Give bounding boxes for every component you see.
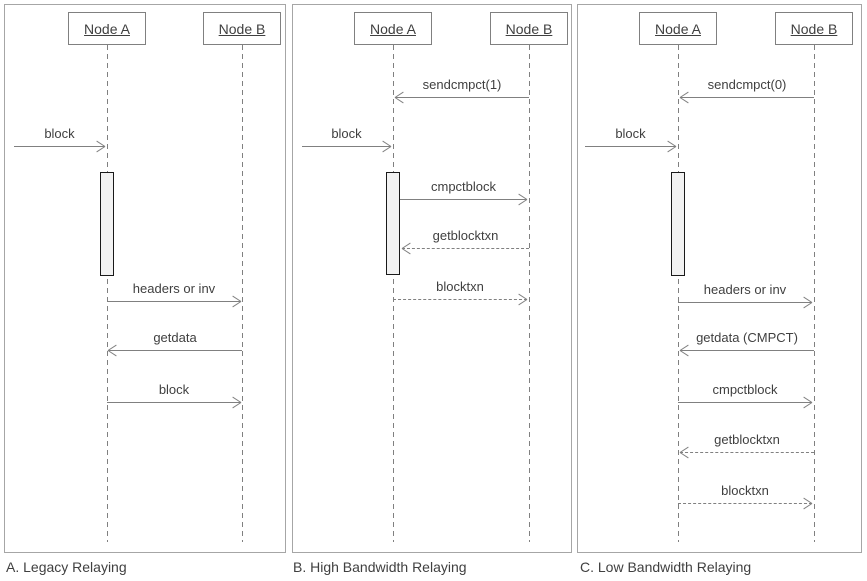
message-line: [14, 146, 105, 147]
activation-bar: [671, 172, 685, 276]
message-label: getdata: [153, 330, 197, 345]
message-label: getblocktxn: [714, 432, 780, 447]
activation-bar: [100, 172, 114, 276]
message-line: [680, 97, 814, 98]
panel-caption: C. Low Bandwidth Relaying: [580, 559, 752, 575]
node-label: Node A: [84, 20, 130, 37]
message-line: [678, 402, 812, 403]
panel-caption: A. Legacy Relaying: [6, 559, 127, 575]
message-label: sendcmpct(1): [422, 77, 502, 92]
node-label: Node A: [655, 20, 701, 37]
message-line: [400, 199, 527, 200]
message-line: [402, 248, 529, 249]
message-line: [678, 503, 812, 504]
node-label: Node B: [218, 20, 266, 37]
message-label: getdata (CMPCT): [696, 330, 798, 345]
node-box: Node B: [203, 12, 281, 45]
node-box: Node A: [354, 12, 432, 45]
message-label: blocktxn: [721, 483, 769, 498]
message-line: [107, 301, 241, 302]
message-label: block: [44, 126, 75, 141]
panel-frame: [4, 4, 286, 553]
message-line: [393, 299, 527, 300]
message-line: [585, 146, 676, 147]
message-line: [108, 350, 242, 351]
message-line: [680, 452, 814, 453]
message-label: getblocktxn: [432, 228, 499, 243]
node-box: Node B: [490, 12, 568, 45]
node-label: Node A: [370, 20, 416, 37]
message-line: [678, 302, 812, 303]
message-label: block: [615, 126, 646, 141]
message-label: cmpctblock: [712, 382, 778, 397]
lifeline: [107, 45, 108, 542]
node-box: Node A: [639, 12, 717, 45]
message-label: cmpctblock: [430, 179, 497, 194]
lifeline: [678, 45, 679, 542]
message-label: sendcmpct(0): [707, 77, 787, 92]
message-label: headers or inv: [703, 282, 787, 297]
panel-frame: [292, 4, 572, 553]
message-label: block: [331, 126, 362, 141]
message-label: block: [158, 382, 190, 397]
node-label: Node B: [505, 20, 553, 37]
message-line: [395, 97, 529, 98]
activation-bar: [386, 172, 400, 275]
node-box: Node B: [775, 12, 853, 45]
message-line: [302, 146, 391, 147]
message-label: blocktxn: [436, 279, 484, 294]
node-box: Node A: [68, 12, 146, 45]
message-label: headers or inv: [132, 281, 216, 296]
lifeline: [814, 45, 815, 542]
message-line: [680, 350, 814, 351]
lifeline: [529, 45, 530, 542]
node-label: Node B: [790, 20, 838, 37]
lifeline: [242, 45, 243, 542]
lifeline: [393, 45, 394, 542]
message-line: [107, 402, 241, 403]
panel-caption: B. High Bandwidth Relaying: [293, 559, 467, 575]
